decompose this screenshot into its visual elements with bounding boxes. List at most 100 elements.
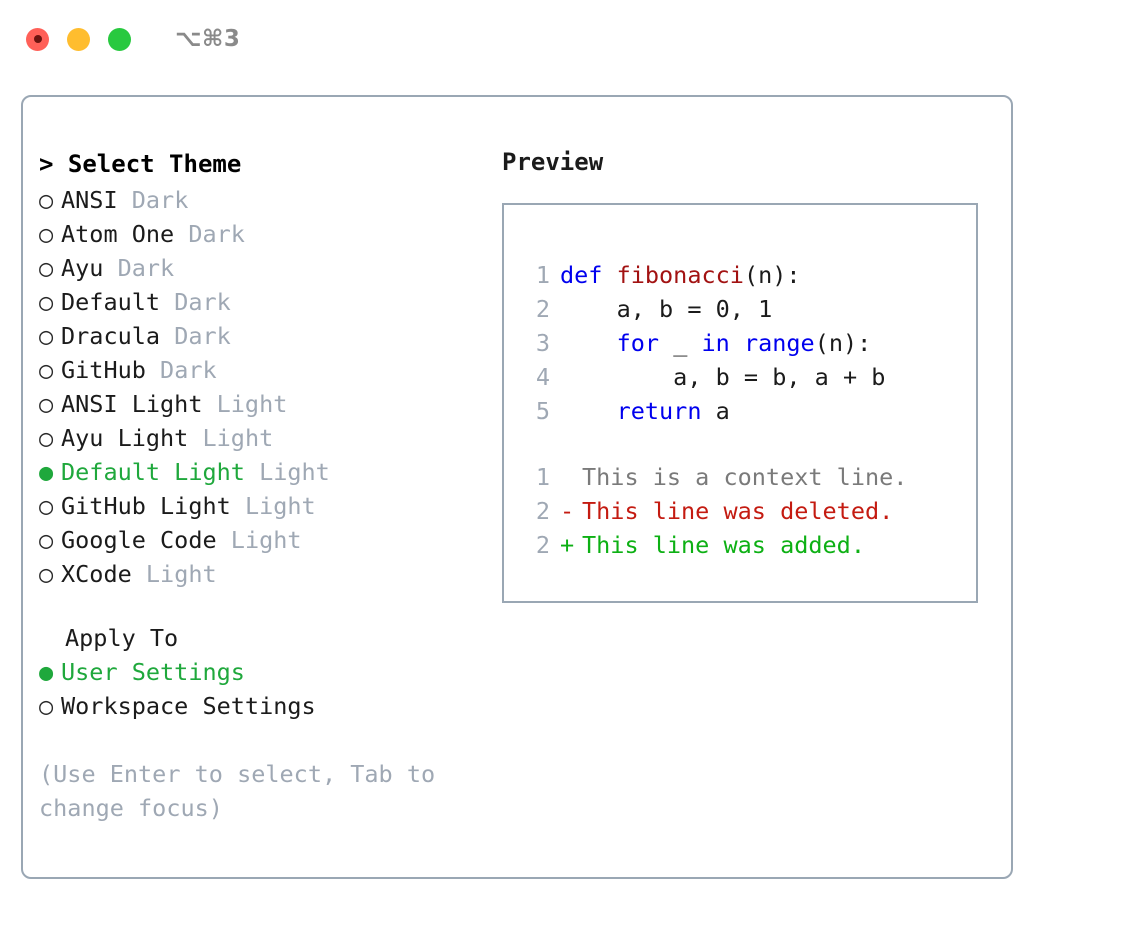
- radio-selected-icon[interactable]: ●: [39, 658, 54, 686]
- diff-line-number: 2: [535, 497, 550, 525]
- theme-name: XCode: [61, 560, 132, 588]
- code-token-fn: fibonacci: [616, 261, 744, 289]
- diff-sample: 1 This is a context line. 2-This line was…: [522, 460, 908, 562]
- theme-mode-label: Light: [145, 560, 217, 588]
- theme-list-item[interactable]: ○Atom One Dark: [39, 217, 494, 251]
- code-token-kw: for: [560, 329, 660, 357]
- radio-unselected-icon[interactable]: ○: [39, 560, 54, 588]
- theme-list-item[interactable]: ○ANSI Dark: [39, 183, 494, 217]
- theme-list-item[interactable]: ○Default Dark: [39, 285, 494, 319]
- theme-name: Dracula: [61, 322, 161, 350]
- diff-line-text: This line was added.: [582, 531, 865, 559]
- theme-list-item[interactable]: ○Dracula Dark: [39, 319, 494, 353]
- theme-list: ○ANSI Dark○Atom One Dark○Ayu Dark○Defaul…: [39, 183, 494, 591]
- diff-sign: -: [560, 497, 575, 525]
- spacer: [160, 319, 174, 353]
- code-line-number: 1: [535, 261, 550, 289]
- theme-mode-label: Light: [216, 390, 288, 418]
- radio-selected-icon[interactable]: ●: [39, 458, 54, 486]
- theme-name: Default: [61, 288, 161, 316]
- code-token-kw: in range: [701, 329, 815, 357]
- maximize-window-icon[interactable]: [108, 27, 131, 51]
- code-token-plain: (n):: [743, 261, 801, 289]
- diff-line: 2 +This line was added.: [522, 528, 907, 562]
- theme-list-item[interactable]: ○GitHub Light Light: [39, 489, 494, 523]
- radio-unselected-icon[interactable]: ○: [39, 220, 54, 248]
- diff-sign: +: [560, 531, 575, 559]
- radio-unselected-icon[interactable]: ○: [39, 288, 54, 316]
- theme-list-item[interactable]: ○Ayu Light Light: [39, 421, 494, 455]
- theme-mode-label: Light: [230, 526, 302, 554]
- apply-to-item[interactable]: ○Workspace Settings: [39, 689, 494, 723]
- theme-list-item[interactable]: ○ANSI Light Light: [39, 387, 494, 421]
- spacer: [245, 455, 259, 489]
- code-token-kw: def: [560, 261, 617, 289]
- radio-unselected-icon[interactable]: ○: [39, 390, 54, 418]
- theme-list-item[interactable]: ○Ayu Dark: [39, 251, 494, 285]
- theme-picker-column: > Select Theme ○ANSI Dark○Atom One Dark○…: [39, 145, 494, 825]
- theme-list-item[interactable]: ○XCode Light: [39, 557, 494, 591]
- radio-unselected-icon[interactable]: ○: [39, 424, 54, 452]
- apply-to-name: User Settings: [61, 658, 245, 686]
- theme-name: Atom One: [61, 220, 175, 248]
- theme-list-item[interactable]: ○Google Code Light: [39, 523, 494, 557]
- spacer: [146, 353, 160, 387]
- spacer: [118, 183, 132, 217]
- spacer: [132, 557, 146, 591]
- code-token-plain: a: [701, 397, 730, 425]
- window-title: ⌥⌘3: [175, 25, 241, 52]
- diff-line-text: This is a context line.: [582, 463, 908, 491]
- minimize-window-icon[interactable]: [67, 27, 90, 51]
- radio-unselected-icon[interactable]: ○: [39, 526, 54, 554]
- radio-unselected-icon[interactable]: ○: [39, 692, 54, 720]
- theme-name: Ayu Light: [61, 424, 189, 452]
- radio-unselected-icon[interactable]: ○: [39, 492, 54, 520]
- theme-list-item[interactable]: ●Default Light Light: [39, 455, 494, 489]
- window-titlebar: ⌥⌘3: [0, 0, 1140, 78]
- theme-name: Ayu: [61, 254, 104, 282]
- theme-mode-label: Light: [259, 458, 330, 486]
- diff-line: 1 This is a context line.: [522, 460, 908, 494]
- theme-name: GitHub: [61, 356, 146, 384]
- apply-to-label: Apply To: [65, 624, 179, 652]
- code-line: 2 a, b = 0, 1: [522, 292, 885, 326]
- apply-to-section: Apply To ●User Settings○Workspace Settin…: [39, 621, 494, 723]
- radio-unselected-icon[interactable]: ○: [39, 356, 54, 384]
- radio-unselected-icon[interactable]: ○: [39, 322, 54, 350]
- keyboard-hint-text: (Use Enter to select, Tab to change focu…: [39, 760, 436, 822]
- theme-mode-label: Light: [202, 424, 274, 452]
- spacer: [202, 387, 216, 421]
- theme-name: GitHub Light: [61, 492, 231, 520]
- code-line: 3 for _ in range(n):: [522, 326, 885, 360]
- apply-to-list: ●User Settings○Workspace Settings: [39, 655, 494, 723]
- code-line-text: return a: [560, 394, 730, 428]
- diff-line-number: 2: [535, 531, 550, 559]
- theme-mode-label: Dark: [131, 186, 189, 214]
- diff-line-text: This line was deleted.: [582, 497, 894, 525]
- code-line-text: def fibonacci(n):: [560, 258, 801, 292]
- apply-to-item[interactable]: ●User Settings: [39, 655, 494, 689]
- theme-mode-label: Dark: [174, 322, 231, 350]
- code-token-plain: (n):: [814, 329, 872, 357]
- theme-mode-label: Dark: [174, 288, 231, 316]
- code-line-number: 2: [535, 295, 550, 323]
- radio-unselected-icon[interactable]: ○: [39, 254, 54, 282]
- code-line-number: 4: [535, 363, 550, 391]
- theme-name: Google Code: [61, 526, 217, 554]
- radio-unselected-icon[interactable]: ○: [39, 186, 54, 214]
- code-line: 1 def fibonacci(n):: [522, 258, 885, 292]
- close-window-icon[interactable]: [26, 27, 49, 51]
- code-line-text: for _ in range(n):: [560, 326, 872, 360]
- preview-header: Preview: [502, 148, 604, 176]
- apply-to-name: Workspace Settings: [61, 692, 316, 720]
- code-line: 4 a, b = b, a + b: [522, 360, 886, 394]
- diff-sign: [560, 460, 582, 494]
- theme-list-item[interactable]: ○GitHub Dark: [39, 353, 494, 387]
- theme-mode-label: Dark: [117, 254, 175, 282]
- theme-mode-label: Light: [244, 492, 316, 520]
- spacer: [160, 285, 174, 319]
- select-theme-header: > Select Theme: [39, 150, 242, 178]
